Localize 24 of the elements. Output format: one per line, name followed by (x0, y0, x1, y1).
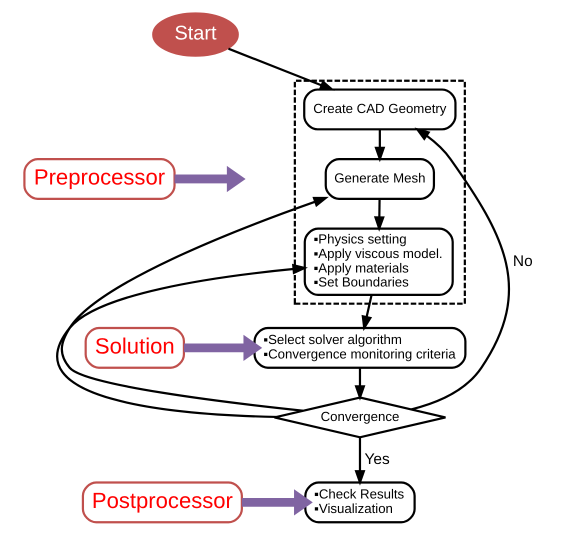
arrow (174, 166, 246, 192)
arrow (56, 264, 308, 418)
node-box: Create CAD Geometry (303, 88, 457, 130)
node-box: Solution (84, 326, 186, 369)
node-box: Generate Mesh (324, 158, 436, 200)
node-diamond: Convergence (273, 396, 447, 438)
node-box: Postprocessor (82, 481, 243, 524)
arrow (228, 48, 336, 91)
arrow (354, 437, 366, 486)
node-box: Preprocessor (23, 158, 176, 200)
arrow (410, 127, 510, 410)
arrow (184, 334, 262, 361)
node-box: ▪Physics setting ▪Apply viscous model. ▪Apply materials ▪Set Boundaries (304, 228, 454, 296)
arrow (362, 294, 373, 332)
node-box: ▪Check Results ▪Visualization (304, 481, 416, 524)
arrow (374, 130, 386, 162)
node-ellipse: Start (152, 12, 239, 57)
arrow (354, 368, 366, 401)
arrow (242, 489, 313, 516)
node-box: ▪Select solver algorithm ▪Convergence monitoring criteria (253, 326, 466, 369)
edge-label: No (512, 252, 533, 270)
edge-label: Yes (364, 450, 390, 468)
arrow (60, 196, 329, 412)
arrow (374, 199, 385, 232)
